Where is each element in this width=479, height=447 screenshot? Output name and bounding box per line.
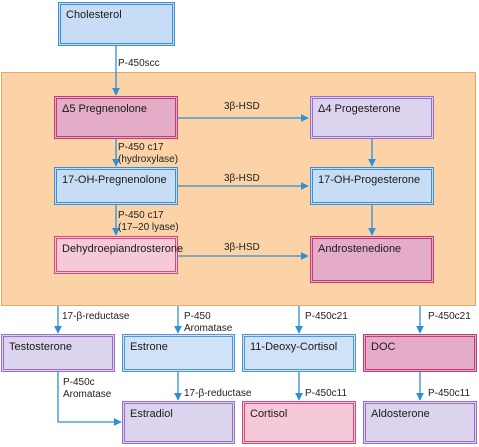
enzyme-label-3b-hsd-3: 3β-HSD: [224, 242, 260, 253]
node-dehydroepiandrosterone: Dehydroepiandrosterone: [54, 236, 183, 274]
enzyme-label-17b-reductase-1: 17-β-reductase: [62, 311, 130, 322]
node-pregnenolone: Δ5 Pregnenolone: [54, 96, 178, 139]
enzyme-label-p450scc: P-450scc: [118, 58, 160, 69]
arrow-testosterone-estradiol: [57, 372, 122, 426]
enzyme-label-3b-hsd-1: 3β-HSD: [224, 101, 260, 112]
node-11-deoxy-cortisol: 11-Deoxy-Cortisol: [242, 334, 356, 372]
enzyme-label-p450c11-1: P-450c11: [305, 388, 348, 399]
enzyme-label-p450c21-1: P-450c21: [305, 311, 348, 322]
node-testosterone: Testosterone: [1, 334, 115, 372]
enzyme-label-17b-reductase-2: 17-β-reductase: [184, 388, 252, 399]
enzyme-label-p450c21-2: P-450c21: [428, 311, 471, 322]
node-progesterone: Δ4 Progesterone: [310, 96, 434, 139]
node-aldosterone: Aldosterone: [363, 401, 477, 444]
node-doc: DOC: [363, 334, 477, 372]
node-cholesterol: Cholesterol: [58, 2, 175, 46]
enzyme-label-p450c17-lyase: P-450 c17(17–20 lyase): [118, 210, 179, 233]
node-17-oh-progesterone: 17-OH-Progesterone: [310, 167, 434, 205]
enzyme-label-p450c11-2: P-450c11: [428, 388, 471, 399]
enzyme-label-p450c17-hydroxylase: P-450 c17(hydroxylase): [118, 142, 179, 165]
node-estrone: Estrone: [122, 334, 235, 372]
enzyme-label-3b-hsd-2: 3β-HSD: [224, 173, 260, 184]
node-estradiol: Estradiol: [122, 401, 235, 444]
node-17-oh-pregnenolone: 17-OH-Pregnenolone: [54, 167, 178, 205]
node-androstenedione: Androstenedione: [310, 236, 434, 283]
node-cortisol: Cortisol: [242, 401, 356, 444]
